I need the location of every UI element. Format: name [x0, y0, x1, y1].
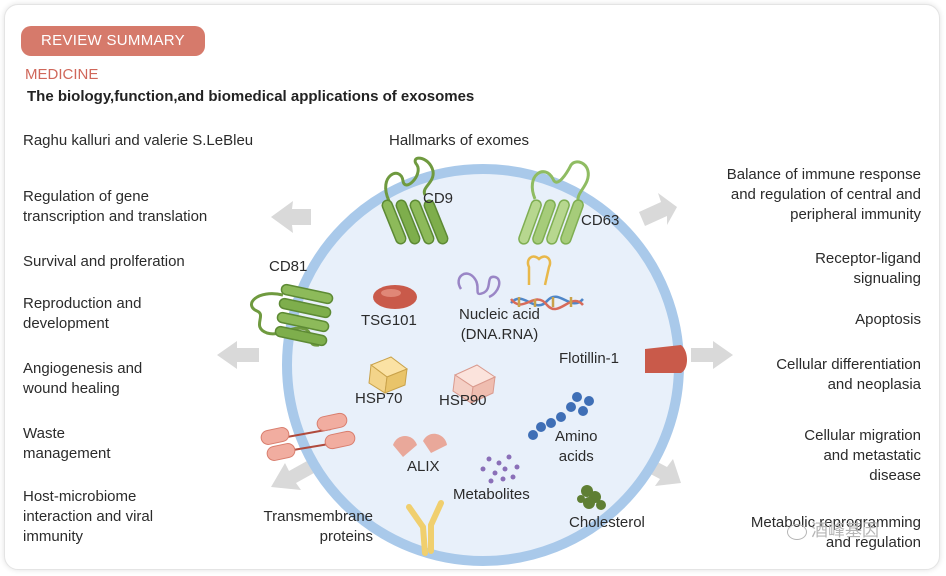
cholesterol-label: Cholesterol: [569, 514, 645, 531]
section-label: MEDICINE: [25, 66, 99, 83]
exosome-diagram: [217, 156, 733, 566]
cd81-protein: [250, 283, 334, 347]
tsg101-shape: [373, 285, 417, 309]
arrows: [217, 193, 733, 490]
watermark: 酒峰基因: [787, 521, 879, 541]
page-title: The biology,function,and biomedical appl…: [27, 88, 475, 105]
review-summary-badge: REVIEW SUMMARY: [21, 26, 205, 56]
tsg101-label: TSG101: [361, 312, 417, 329]
antibody-shape: [406, 500, 444, 556]
hairpin-rna: [526, 255, 552, 286]
arrow-left: [217, 341, 259, 369]
hallmarks-heading: Hallmarks of exomes: [389, 132, 530, 149]
hsp90-cube: [452, 364, 497, 404]
arrow-lower-left: [271, 461, 314, 490]
metabolites-label: Metabolites: [453, 486, 530, 503]
hsp90-label: HSP90: [439, 392, 487, 409]
cholesterol-shape: [577, 485, 606, 510]
cd9-label: CD9: [423, 190, 454, 207]
nucleic-acid-label: Nucleic acid(DNA.RNA): [459, 306, 540, 343]
rna-strand: [457, 272, 501, 299]
hsp70-label: HSP70: [355, 390, 403, 407]
flotillin-label: Flotillin-1: [559, 350, 620, 367]
alix-label: ALIX: [407, 458, 440, 475]
wechat-icon: [787, 523, 807, 540]
cd63-label: CD63: [581, 212, 620, 229]
transmembrane-protein-capsules: [260, 412, 356, 461]
authors-text: Raghu kalluri and valerie S.LeBleu: [23, 132, 254, 149]
arrow-upper-right: [639, 193, 677, 226]
arrow-right: [691, 341, 733, 369]
left-function-2: Survival and prolferation: [23, 253, 185, 270]
metabolite-dots: [480, 454, 520, 484]
amino-acid-chain: [528, 392, 594, 440]
summary-card: REVIEW SUMMARY MEDICINE The biology,func…: [4, 4, 940, 570]
alix-shape: [393, 433, 447, 457]
flotillin-shape: [645, 345, 687, 373]
right-function-3: Apoptosis: [855, 311, 921, 328]
cd81-label: CD81: [269, 258, 308, 275]
cd9-protein: [381, 156, 449, 245]
tsg101-highlight: [381, 289, 401, 297]
hsp70-cube: [368, 356, 409, 394]
cd63-protein: [518, 160, 590, 245]
arrow-upper-left: [271, 201, 311, 233]
dna-helix: [510, 295, 584, 311]
